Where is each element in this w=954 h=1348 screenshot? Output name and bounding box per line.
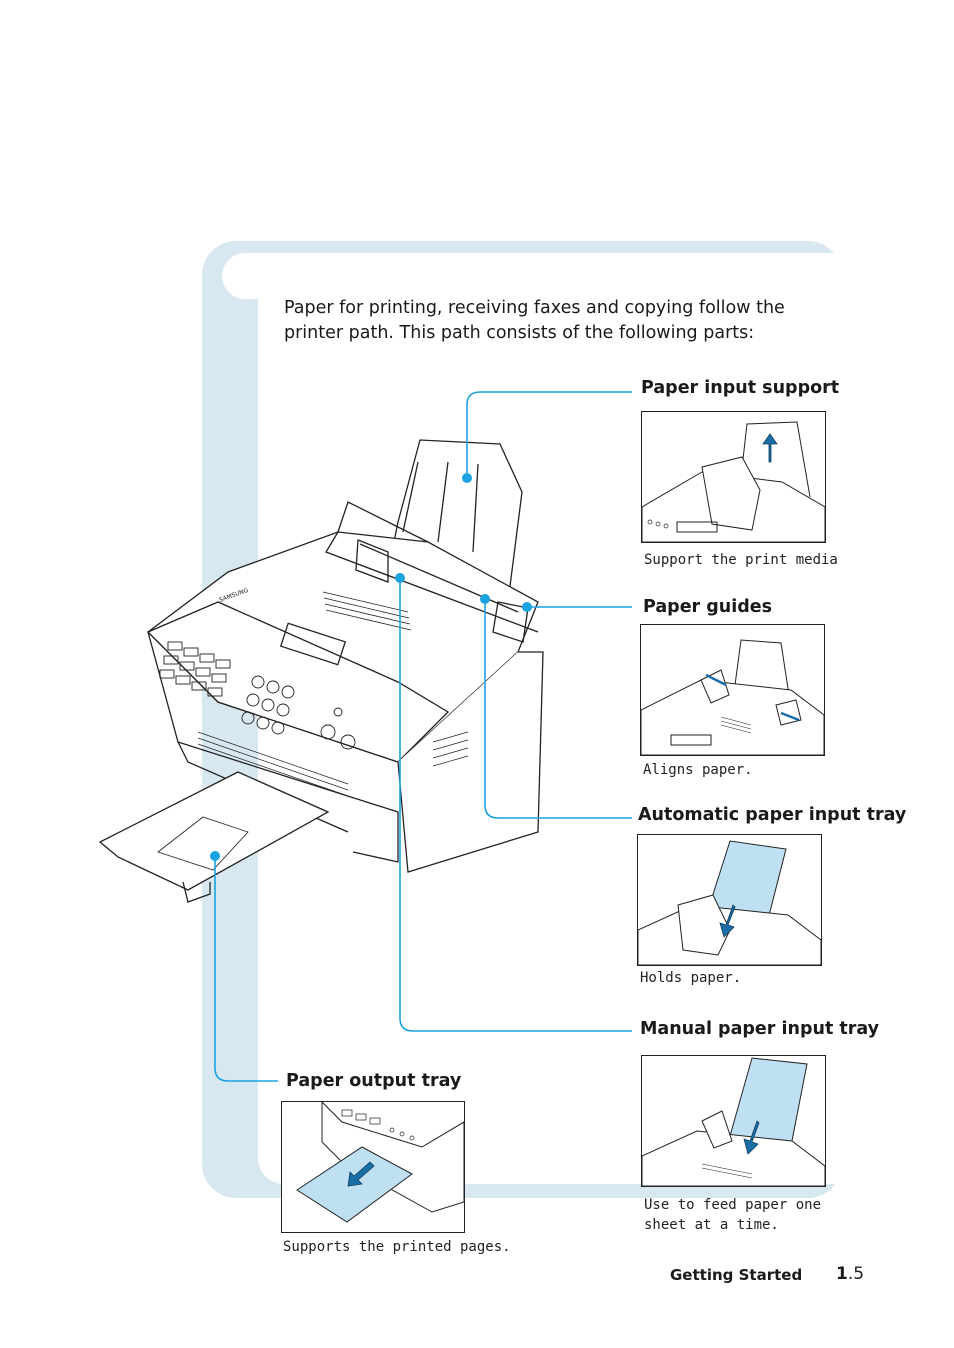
footer-page: .5 [847, 1264, 865, 1284]
footer-chapter: 1 [836, 1264, 848, 1284]
caption-automatic-paper-input-tray: Holds paper. [640, 970, 742, 986]
thumb-paper-output-tray [281, 1101, 465, 1233]
caption-paper-output-tray: Supports the printed pages. [283, 1239, 511, 1255]
footer-page-number: 1.5 [836, 1264, 864, 1284]
heading-automatic-paper-input-tray: Automatic paper input tray [638, 805, 907, 825]
caption-manual-paper-input-tray: Use to feed paper one sheet at a time. [644, 1197, 822, 1233]
caption-paper-guides: Aligns paper. [643, 762, 753, 778]
heading-paper-output-tray: Paper output tray [286, 1071, 462, 1091]
thumb-manual-paper-input-tray [641, 1055, 826, 1187]
caption-paper-input-support: Support the print media [644, 552, 838, 568]
heading-paper-input-support: Paper input support [641, 378, 840, 398]
thumb-automatic-paper-input-tray [637, 834, 822, 966]
panel-notch [222, 253, 302, 299]
fax-machine-illustration: SAMSUNG [98, 439, 544, 903]
thumb-paper-guides [640, 624, 825, 756]
footer-section-title: Getting Started [670, 1266, 803, 1284]
intro-text: Paper for printing, receiving faxes and … [284, 298, 785, 343]
thumb-paper-input-support [641, 411, 826, 543]
heading-paper-guides: Paper guides [643, 597, 773, 617]
heading-manual-paper-input-tray: Manual paper input tray [640, 1019, 880, 1039]
